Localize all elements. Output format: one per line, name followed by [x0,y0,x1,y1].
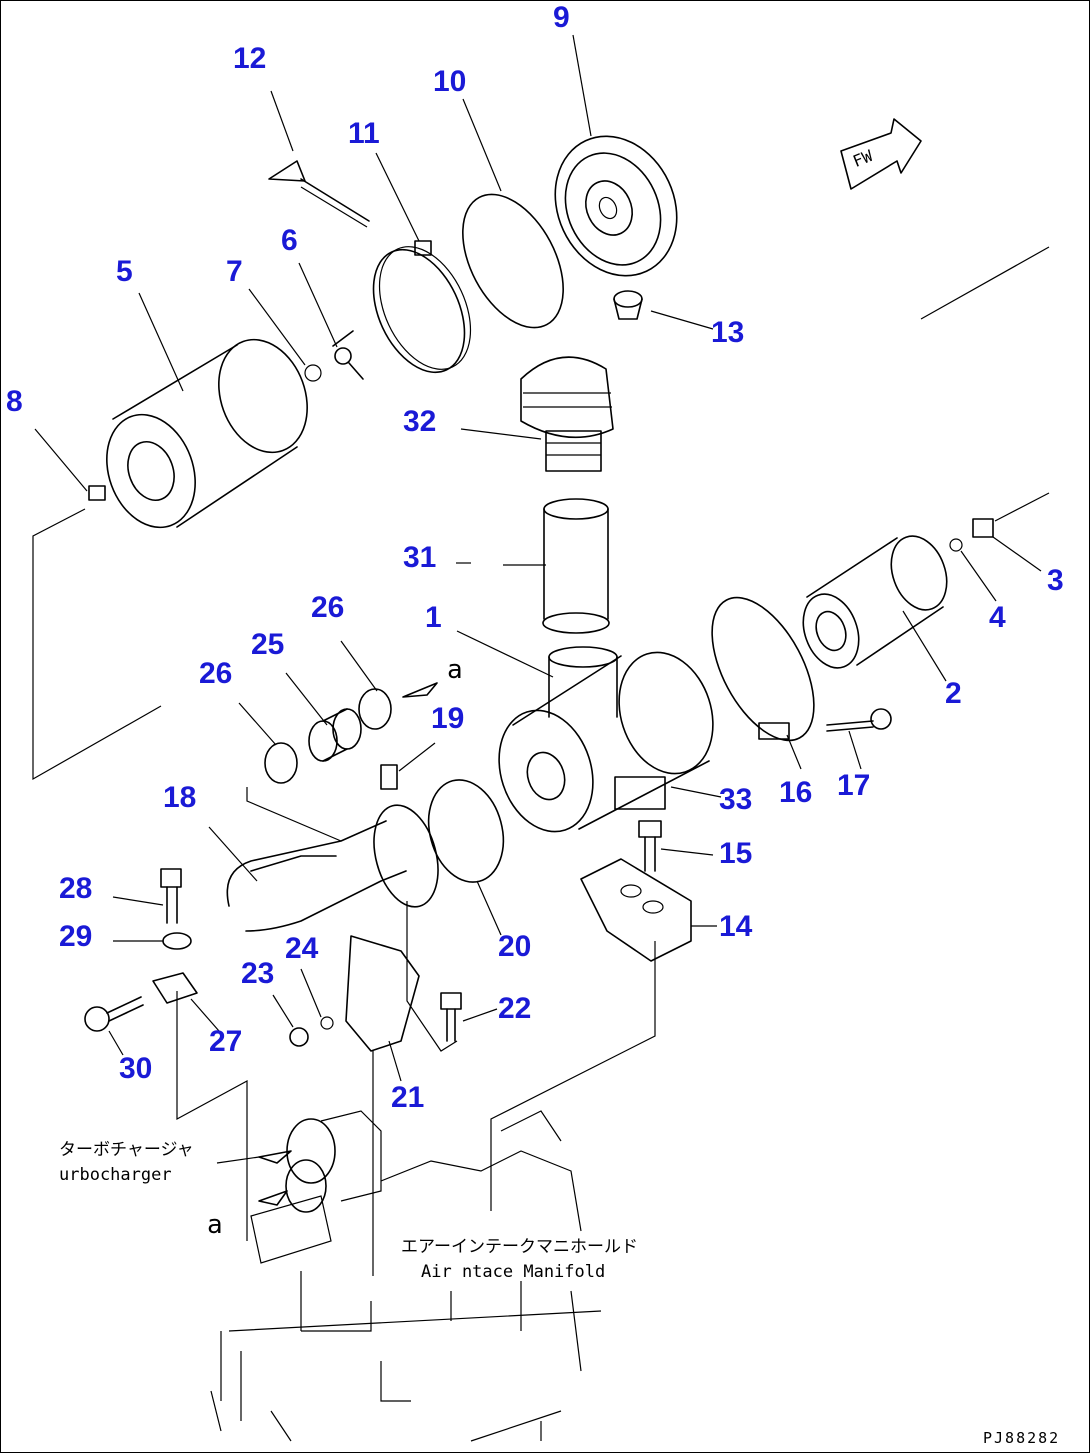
callout-24: 24 [285,932,319,965]
callout-10: 10 [433,65,467,98]
part-7-washer-icon [304,364,322,382]
callout-9: 9 [553,1,570,34]
callout-6: 6 [281,224,298,257]
callout-3: 3 [1047,564,1064,597]
callout-17: 17 [837,769,871,802]
callout-21: 21 [391,1081,425,1114]
part-20-gasket-icon [427,779,505,883]
part-16-band-icon [711,596,815,742]
part-29-washer-icon [162,932,192,950]
callout-26b: 26 [199,657,233,690]
part-26-clamp-icon [264,742,298,784]
part-13-valve-icon [613,290,643,320]
callout-29: 29 [59,920,93,953]
part-9-cover-icon [554,135,678,277]
callout-15: 15 [719,837,753,870]
part-22-bolt-icon [440,992,462,1042]
part-23-nut-icon [289,1027,309,1047]
drawing-code: PJ88282 [983,1429,1061,1447]
part-28-bolt-icon [160,868,182,924]
callout-26: 26 [311,591,345,624]
arrow-a-icon [402,682,438,698]
callout-31: 31 [403,541,437,574]
ref-a-arrow: a [447,655,463,685]
turbo-arrow-icon [258,1150,292,1164]
turbocharger-label-jp: ターボチャージャ [59,1140,194,1160]
part-10-oring-icon [462,193,564,329]
part-26-clamp-icon [358,688,392,730]
callout-11: 11 [348,117,380,150]
part-4-washer-icon [949,538,963,552]
callout-18: 18 [163,781,197,814]
manifold-label-jp: エアーインテークマニホールド [401,1237,638,1257]
part-3-nut-icon [972,518,994,538]
part-12-wingbolt-icon [268,160,370,228]
part-8-nut-icon [88,485,106,501]
callout-30: 30 [119,1052,153,1085]
part-18-elbow-icon [226,804,439,932]
callout-8: 8 [6,385,23,418]
part-17-bolt-icon [826,708,892,732]
callout-23: 23 [241,957,275,990]
part-32-cap-icon [520,356,614,472]
part-21-stay-icon [345,935,420,1052]
callout-2: 2 [945,677,962,710]
connection-lines [32,508,656,1276]
callout-14: 14 [719,910,753,943]
callout-7: 7 [226,255,243,288]
part-30-bolt-icon [84,996,144,1032]
leader-lines [34,34,1050,1082]
part-19-bolt-icon [380,764,398,790]
part-2-inner-element-icon [802,535,948,669]
callout-25: 25 [251,628,285,661]
callout-1: 1 [425,601,442,634]
callout-19: 19 [431,702,465,735]
part-25-hose-icon [308,708,362,762]
callout-32: 32 [403,405,437,438]
callout-5: 5 [116,255,133,288]
callout-22: 22 [498,992,532,1025]
part-15-bolt-icon [638,820,662,872]
part-24-washer-icon [320,1016,334,1030]
part-1-housing-icon [498,646,714,833]
part-31-pipe-icon [542,498,610,634]
manifold-label-en: Air ntace Manifold [421,1262,606,1282]
forward-arrow-icon [840,118,922,190]
ref-a-turbo: a [207,1210,223,1240]
turbo-arrow-icon [258,1190,288,1206]
part-6-wingnut-icon [332,330,364,380]
callout-28: 28 [59,872,93,905]
callout-16: 16 [779,776,813,809]
engine-outline-icon [210,1110,602,1442]
callout-27: 27 [209,1025,243,1058]
part-14-bracket-icon [580,858,692,962]
callout-13: 13 [711,316,745,349]
callout-33: 33 [719,783,753,816]
callout-20: 20 [498,930,532,963]
part-11-clamp-icon [372,240,472,374]
part-5-element-icon [106,338,308,529]
turbocharger-label-en: urbocharger [59,1165,172,1185]
callout-4: 4 [989,601,1006,634]
part-27-plate-icon [152,972,198,1004]
callout-12: 12 [233,42,267,75]
